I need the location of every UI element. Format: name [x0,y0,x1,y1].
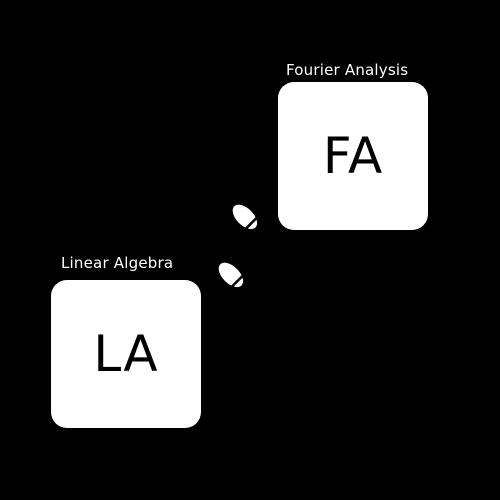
fourier-analysis-label: Fourier Analysis [286,61,409,79]
linear-algebra-node: LA [51,280,201,428]
footprint-lower [218,262,245,289]
linear-algebra-label: Linear Algebra [61,254,174,272]
footprint-upper [232,204,259,231]
fourier-analysis-node: FA [278,82,428,230]
linear-algebra-abbr: LA [93,325,159,383]
fourier-analysis-abbr: FA [322,127,384,185]
